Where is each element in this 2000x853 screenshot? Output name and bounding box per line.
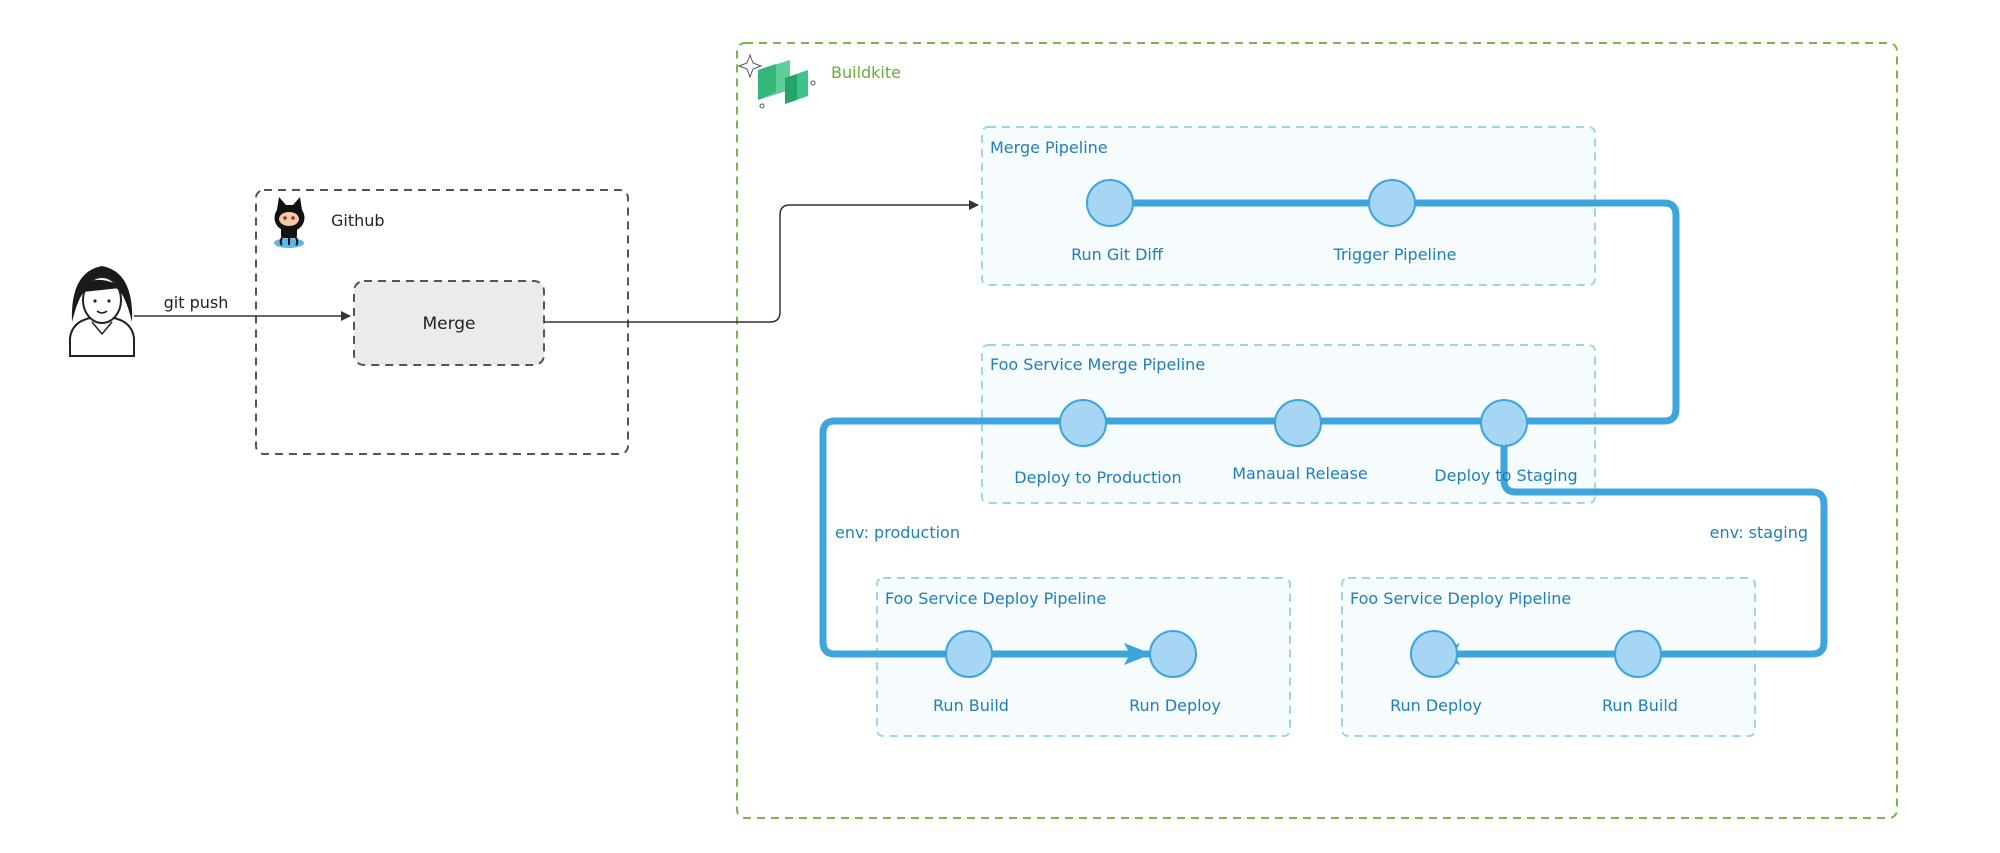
env-production-label: env: production bbox=[835, 523, 960, 542]
github-octocat-icon bbox=[274, 197, 305, 248]
merge-pipeline-title: Merge Pipeline bbox=[990, 138, 1108, 157]
manual-release-node bbox=[1274, 399, 1322, 447]
env-staging-label: env: staging bbox=[1710, 523, 1808, 542]
git-push-label: git push bbox=[164, 293, 229, 312]
buildkite-title: Buildkite bbox=[831, 63, 901, 82]
merge-pipeline-flow-line bbox=[1110, 199, 1680, 425]
github-title: Github bbox=[331, 211, 385, 230]
production-flow-line bbox=[819, 417, 1504, 665]
staging-run-build-label: Run Build bbox=[1602, 696, 1678, 715]
deploy-to-production-node bbox=[1059, 399, 1107, 447]
foo-deploy-production-title: Foo Service Deploy Pipeline bbox=[885, 589, 1106, 608]
deploy-to-staging-label: Deploy to Staging bbox=[1434, 466, 1577, 485]
foo-merge-pipeline-title: Foo Service Merge Pipeline bbox=[990, 355, 1205, 374]
person-icon bbox=[69, 266, 135, 357]
trigger-pipeline-node bbox=[1368, 179, 1416, 227]
buildkite-container bbox=[736, 42, 1898, 819]
deploy-to-production-label: Deploy to Production bbox=[1014, 468, 1181, 487]
trigger-pipeline-label: Trigger Pipeline bbox=[1333, 245, 1457, 264]
foo-deploy-staging-title: Foo Service Deploy Pipeline bbox=[1350, 589, 1571, 608]
production-run-build-label: Run Build bbox=[933, 696, 1009, 715]
deploy-to-staging-node bbox=[1480, 399, 1528, 447]
staging-run-deploy-label: Run Deploy bbox=[1390, 696, 1482, 715]
staging-flow-line bbox=[1432, 443, 1828, 665]
staging-run-build-node bbox=[1614, 630, 1662, 678]
merge-to-buildkite-connector bbox=[544, 200, 979, 323]
manual-release-label: Manaual Release bbox=[1232, 464, 1368, 483]
production-run-deploy-label: Run Deploy bbox=[1129, 696, 1221, 715]
merge-box bbox=[353, 280, 545, 366]
buildkite-logo-icon bbox=[737, 53, 816, 109]
run-git-diff-node bbox=[1086, 179, 1134, 227]
merge-label: Merge bbox=[422, 314, 475, 334]
production-run-deploy-node bbox=[1149, 630, 1197, 678]
staging-run-deploy-node bbox=[1410, 630, 1458, 678]
run-git-diff-label: Run Git Diff bbox=[1071, 245, 1164, 264]
production-run-build-node bbox=[945, 630, 993, 678]
